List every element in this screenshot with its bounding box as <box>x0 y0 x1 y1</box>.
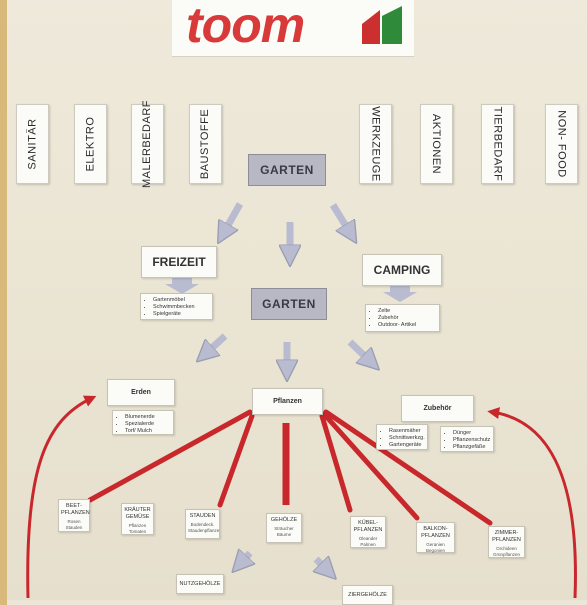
erden-box: Erden <box>107 379 175 406</box>
toom-logo: toom <box>172 0 414 57</box>
camping-box: CAMPING <box>362 254 442 286</box>
erden-list: Blumenerde Spezialerde Torf/ Mulch <box>112 410 174 435</box>
category-tierbedarf: TIERBEDARF <box>481 104 514 184</box>
garten-top-box: GARTEN <box>248 154 326 186</box>
nutzgehoelze-box: NUTZGEHÖLZE <box>176 574 224 594</box>
camping-list: Zelte Zubehör Outdoor- Artikel <box>365 304 440 332</box>
category-elektro: ELEKTRO <box>74 104 107 184</box>
grey-arrows <box>203 202 373 573</box>
category-baustoffe: BAUSTOFFE <box>189 104 222 184</box>
freizeit-box: FREIZEIT <box>141 246 217 278</box>
logo-text: toom <box>186 0 305 53</box>
plant-kraeuter-gemuese: KRÄUTER GEMÜSE Pflanzen Tomaten <box>121 503 154 535</box>
pflanzen-box: Pflanzen <box>252 388 323 415</box>
category-aktionen: AKTIONEN <box>420 104 453 184</box>
ziergehoelze-box: ZIERGEHÖLZE <box>342 585 393 605</box>
zubehoer-box: Zubehör <box>401 395 474 422</box>
plant-zimmer-pflanzen: ZIMMER- PFLANZEN Orchideen Grünpflanzen <box>488 526 525 558</box>
red-connectors <box>87 409 493 526</box>
category-non-food: NON- FOOD <box>545 104 578 184</box>
plant-gehoelze: GEHÖLZE Sträucher Bäume <box>266 513 302 543</box>
zubehoer-list-left: Rasenmäher Schnittwerkzg. Gartengeräte <box>376 424 428 450</box>
logo-roof-icon <box>362 6 402 44</box>
zubehoer-list-right: Dünger Pflanzenschutz Pflanzgefäße <box>440 426 494 452</box>
plant-kuebel-pflanzen: KÜBEL- PFLANZEN Oleander Palmen <box>350 516 386 548</box>
category-sanitaer: SANITÄR <box>16 104 49 184</box>
plant-balkon-pflanzen: BALKON- PFLANZEN Geranien Begonien <box>416 522 455 553</box>
red-curve-left <box>26 395 97 599</box>
freizeit-list: Gartenmöbel Schwimmbecken Spielgeräte <box>140 293 213 320</box>
category-werkzeuge: WERKZEUGE <box>359 104 392 184</box>
plant-beet-pflanzen: BEET- PFLANZEN Rosen Stauden <box>58 499 90 532</box>
category-malerbedarf: MALERBEDARF <box>131 100 164 188</box>
plant-stauden: STAUDEN Bodendeck. Staudenpflanze <box>185 509 220 539</box>
garten-middle-box: GARTEN <box>251 288 327 320</box>
red-curve-right <box>487 407 577 599</box>
